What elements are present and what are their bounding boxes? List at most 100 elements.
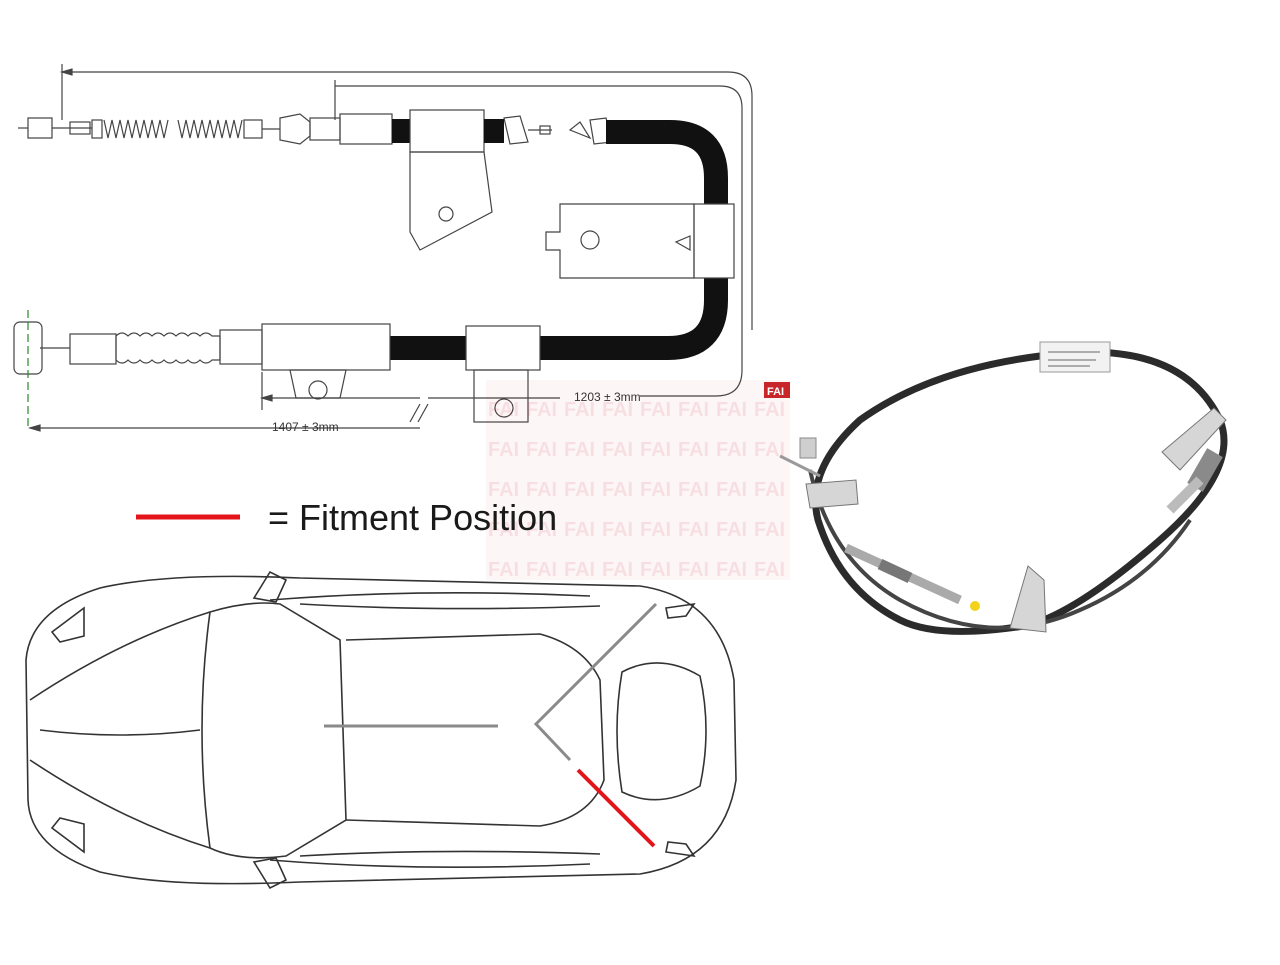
dimension-arrow <box>59 68 73 76</box>
watermark-fai: FAI <box>564 519 595 541</box>
watermark-fai: FAI <box>602 479 633 501</box>
watermark-fai: FAI <box>640 439 671 461</box>
car-mirror-right <box>252 857 288 890</box>
fitment-position-line <box>576 768 656 848</box>
photo-yellow-marker <box>970 601 980 611</box>
watermark-fai: FAI <box>526 519 557 541</box>
car-mirror-left <box>252 570 288 603</box>
watermark-fai: FAI <box>488 519 519 541</box>
watermark-fai: FAI <box>602 439 633 461</box>
lower-bracket-clip <box>465 325 541 371</box>
watermark-fai: FAI <box>640 479 671 501</box>
watermark-fai: FAI <box>564 559 595 581</box>
bracket-hole <box>438 206 454 222</box>
photo-cable-label <box>1039 341 1111 373</box>
rubber-boot <box>115 332 221 364</box>
brand-watermark: FAI FAI FAI FAI FAI FAI FAI FAI FAI FAI FAI FAI FAI F… <box>486 380 790 581</box>
lower-bracket-hole <box>494 398 514 418</box>
car-hood-line-left <box>29 611 211 701</box>
photo-right-bracket <box>1161 407 1227 471</box>
lower-housing-tab <box>289 369 347 399</box>
lower-housing <box>261 323 391 371</box>
upper-crimp <box>503 115 529 145</box>
car-roof <box>345 633 605 827</box>
photo-left-wire <box>779 454 821 478</box>
wire-nipple-2 <box>568 121 592 140</box>
watermark-fai: FAI <box>678 559 709 581</box>
inner-dimension-text: 1203 ± 3mm <box>574 390 641 404</box>
spring-collar <box>91 119 103 139</box>
watermark-fai: FAI <box>678 439 709 461</box>
watermark-fai: FAI <box>716 519 747 541</box>
watermark-fai: FAI <box>678 399 709 421</box>
boot-collar <box>219 329 263 365</box>
watermark-fai: FAI <box>526 399 557 421</box>
watermark-fai: FAI <box>564 439 595 461</box>
watermark-fai: FAI <box>602 559 633 581</box>
watermark-fai: FAI <box>640 559 671 581</box>
inner-dim-arrow <box>259 394 273 402</box>
watermark-fai: FAI <box>754 559 785 581</box>
upper-housing <box>339 113 393 145</box>
car-hood-line-right <box>29 759 211 849</box>
wire-nipple <box>539 125 551 135</box>
car-door-line-top <box>269 592 591 601</box>
car-door-line-bottom <box>269 859 591 868</box>
watermark-fai: FAI <box>488 439 519 461</box>
u-bracket-tab <box>674 235 691 252</box>
overall-dim-arrow <box>27 424 41 432</box>
upper-cable-segment <box>392 119 410 143</box>
upper-end-fitting <box>27 117 53 139</box>
lower-bracket-plate <box>473 369 529 423</box>
fai-logo: FAI <box>764 382 790 398</box>
watermark-fai: FAI <box>526 559 557 581</box>
car-rear-window <box>616 662 707 801</box>
overall-dimension-line <box>62 71 753 330</box>
watermark-fai: FAI <box>564 399 595 421</box>
watermark-fai: FAI <box>716 439 747 461</box>
watermark-fai: FAI <box>488 399 519 421</box>
photo-cable-loop <box>812 348 1228 635</box>
watermark-fai: FAI <box>678 519 709 541</box>
photo-left-end <box>799 437 817 459</box>
spring-end-collar <box>243 119 263 139</box>
car-taillight-right <box>665 841 696 858</box>
upper-cable-segment-2 <box>484 119 504 143</box>
inner-dimension-line <box>335 85 743 397</box>
watermark-fai: FAI <box>754 479 785 501</box>
legend-label: = Fitment Position <box>268 497 557 538</box>
watermark-fai: FAI <box>754 399 785 421</box>
car-body-outline <box>25 575 737 885</box>
fai-logo-text: FAI <box>767 386 784 398</box>
watermark-fai: FAI <box>640 519 671 541</box>
watermark-fai: FAI <box>526 439 557 461</box>
car-headlight-right <box>50 817 85 854</box>
watermark-fai: FAI <box>488 479 519 501</box>
photo-middle-bracket <box>1009 565 1047 633</box>
car-top-view <box>25 570 737 890</box>
watermark-fai: FAI <box>564 479 595 501</box>
upper-bracket-plate <box>409 151 493 251</box>
photo-right-sleeve <box>1166 476 1204 514</box>
watermark-fai: FAI <box>602 399 633 421</box>
watermark-fai: FAI <box>754 519 785 541</box>
cable-technical-drawing <box>13 64 753 432</box>
upper-ferrule <box>309 117 341 141</box>
break-mark <box>409 403 429 423</box>
watermark-fai: FAI <box>716 559 747 581</box>
u-bracket-clip <box>693 203 735 279</box>
watermark-fai: FAI <box>678 479 709 501</box>
u-bracket-plate <box>545 203 695 279</box>
u-bracket-hole <box>580 230 600 250</box>
product-photo <box>779 341 1228 635</box>
photo-cable-inner <box>808 469 1192 630</box>
watermark-fai: FAI <box>526 479 557 501</box>
upper-adjuster <box>279 113 311 145</box>
watermark-tint <box>486 380 790 580</box>
car-windshield <box>201 602 347 859</box>
overall-dimension-text: 1407 ± 3mm <box>272 420 339 434</box>
watermark-fai: FAI <box>754 439 785 461</box>
watermark-fai: FAI <box>716 479 747 501</box>
